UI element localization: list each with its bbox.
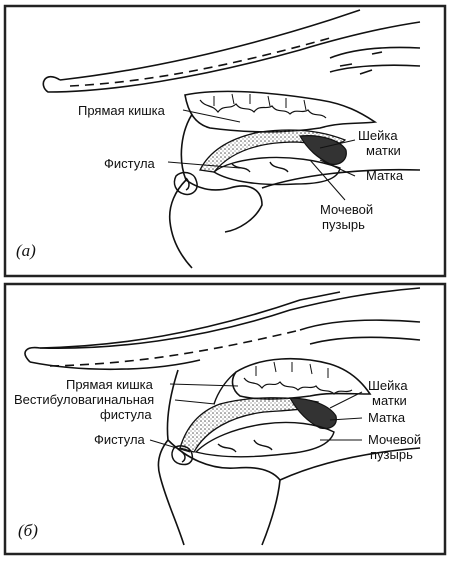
panel-b-bladder-label-2: пузырь xyxy=(370,447,413,462)
panel-a-leaders xyxy=(167,109,356,201)
panel-b: (б) Прямая кишка Вестибуловагинальная фи… xyxy=(3,282,447,556)
panel-b-vestibulovaginal-label-2: фистула xyxy=(100,407,152,422)
panel-b-cervix-label-1: Шейка xyxy=(368,378,408,393)
panel-a-rectum-label: Прямая кишка xyxy=(78,103,166,118)
panel-a-bladder-label-1: Мочевой xyxy=(320,202,373,217)
panel-b-uterus-label: Матка xyxy=(368,410,406,425)
panel-b-tail xyxy=(24,287,421,371)
panel-b-vulva xyxy=(171,445,194,466)
panel-a: (а) Прямая кишка Фистула Шейка матки Мат… xyxy=(3,4,447,278)
panel-a-letter: (а) xyxy=(16,241,36,260)
panel-b-rectum xyxy=(213,357,372,405)
panel-a-bladder-label-2: пузырь xyxy=(322,217,365,232)
panel-b-bladder-label-1: Мочевой xyxy=(368,432,421,447)
panel-b-frame xyxy=(3,282,447,556)
panel-b-cervix-label-2: матки xyxy=(372,393,407,408)
panel-b-leaders xyxy=(149,383,363,453)
panel-b-vagina xyxy=(179,397,337,453)
panel-a-cervix-label-1: Шейка xyxy=(358,128,398,143)
panel-b-rectum-label: Прямая кишка xyxy=(66,377,154,392)
panel-a-frame xyxy=(3,4,447,278)
panel-a-tail xyxy=(42,9,421,93)
panel-b-body-outline xyxy=(157,369,421,546)
panel-a-uterus-label: Матка xyxy=(366,168,404,183)
panel-b-bladder xyxy=(194,421,335,458)
panel-a-vagina xyxy=(199,129,347,173)
panel-a-cervix-label-2: матки xyxy=(366,143,401,158)
panel-b-uterus-body xyxy=(288,397,337,430)
panel-b-vestibulovaginal-label-1: Вестибуловагинальная xyxy=(14,392,154,407)
panel-a-bladder xyxy=(212,156,341,186)
panel-b-letter: (б) xyxy=(18,521,38,540)
panel-b-fistula-label: Фистула xyxy=(94,432,146,447)
panel-a-rectum xyxy=(184,90,378,133)
panel-a-vulva xyxy=(173,171,198,196)
panel-a-fistula-label: Фистула xyxy=(104,156,156,171)
panel-a-uterus-body xyxy=(299,135,347,165)
